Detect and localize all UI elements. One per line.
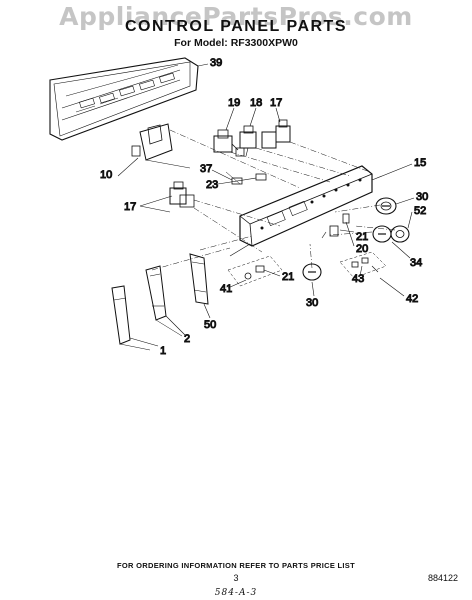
label-50: 50: [204, 319, 216, 331]
label-30-upper: 30: [416, 191, 428, 203]
page-title: CONTROL PANEL PARTS: [125, 18, 347, 35]
clip-23: [255, 173, 267, 181]
switch-17-left: [169, 181, 195, 208]
handwritten-note: 584-A-3: [214, 588, 258, 598]
label-17-top: 17: [270, 97, 282, 109]
label-17-left: 17: [124, 201, 136, 213]
leader-lines: [117, 63, 415, 347]
label-20: 20: [356, 243, 368, 255]
label-34: 34: [410, 257, 422, 269]
ordering-footer: FOR ORDERING INFORMATION REFER TO PARTS …: [117, 561, 355, 570]
label-19: 19: [228, 97, 240, 109]
bracket-50: [189, 253, 209, 305]
label-21-lower: 21: [282, 271, 294, 283]
label-42: 42: [406, 293, 418, 305]
label-21-upper: 21: [356, 231, 368, 243]
switch-18: [239, 125, 257, 157]
document-number: 884122: [427, 573, 458, 583]
switch-block-10: [131, 123, 191, 169]
label-37: 37: [200, 163, 212, 175]
label-43: 43: [352, 273, 364, 285]
label-52: 52: [414, 205, 426, 217]
label-41: 41: [220, 283, 232, 295]
label-18: 18: [250, 97, 262, 109]
group-43: [339, 251, 387, 279]
label-2: 2: [184, 333, 190, 345]
knob-34: [372, 225, 392, 243]
model-line: For Model: RF3300XPW0: [174, 37, 298, 49]
knob-52: [390, 225, 410, 243]
clip-37: [225, 171, 243, 185]
label-10: 10: [100, 169, 112, 181]
label-15: 15: [414, 157, 426, 169]
group-41-21: [227, 255, 283, 287]
watermark: AppliancePartsPros.com: [59, 2, 413, 31]
label-1: 1: [160, 345, 166, 357]
end-cap-1: [111, 285, 151, 351]
knob-30-upper: [375, 197, 397, 215]
side-bracket-2: [145, 265, 183, 337]
backguard-panel-39: [49, 57, 199, 141]
clip-21-upper: [321, 225, 339, 239]
control-panel-15: [229, 165, 373, 257]
label-30-lower: 30: [306, 297, 318, 309]
clip-20: [342, 213, 350, 224]
knob-30-lower: [302, 263, 322, 281]
page-number: 3: [233, 573, 239, 583]
switch-17-top: [261, 119, 291, 149]
label-39: 39: [210, 57, 222, 69]
label-23: 23: [206, 179, 218, 191]
